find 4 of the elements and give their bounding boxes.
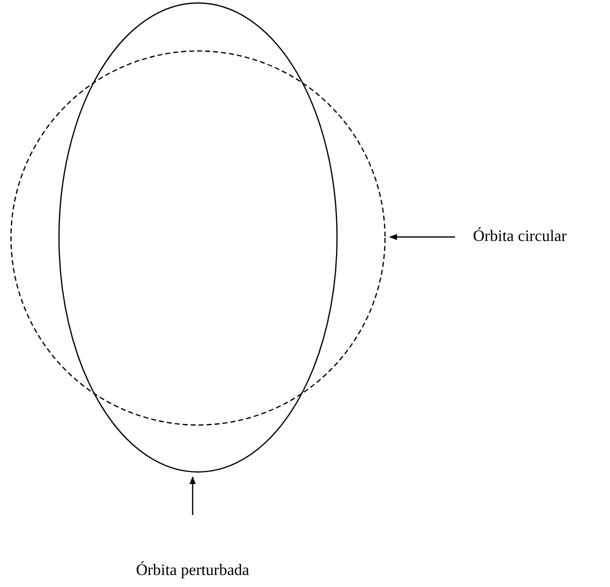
- orbit-label: Órbita perturbada: [136, 562, 250, 580]
- orbit-label: Órbita circular: [473, 228, 567, 246]
- arrow: [389, 234, 455, 240]
- arrow: [189, 476, 196, 515]
